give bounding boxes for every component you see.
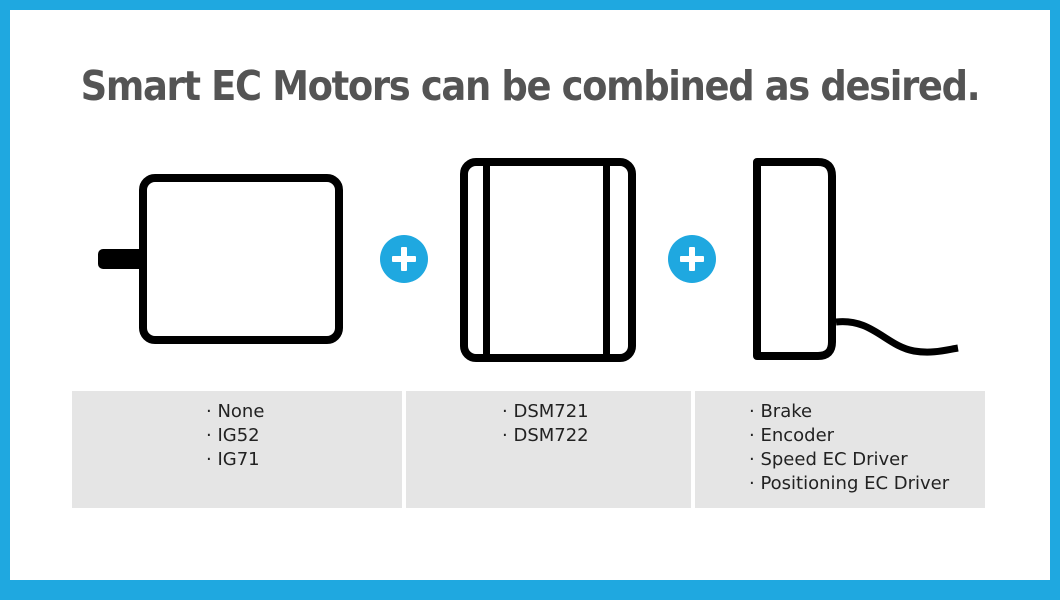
accessory-options-list: Brake Encoder Speed EC Driver Positionin…	[749, 400, 985, 496]
list-item: DSM721	[502, 400, 691, 424]
gearbox-options-list: None IG52 IG71	[206, 400, 402, 472]
list-item: Positioning EC Driver	[749, 472, 985, 496]
plus-icon	[668, 235, 716, 283]
accessory-options-panel: Brake Encoder Speed EC Driver Positionin…	[695, 391, 985, 508]
motor-icon	[460, 158, 636, 362]
list-item: Encoder	[749, 424, 985, 448]
list-item: Brake	[749, 400, 985, 424]
page-title: Smart EC Motors can be combined as desir…	[80, 62, 981, 110]
motor-options-panel: DSM721 DSM722	[406, 391, 691, 508]
list-item: Speed EC Driver	[749, 448, 985, 472]
list-item: None	[206, 400, 402, 424]
list-item: IG52	[206, 424, 402, 448]
plus-icon	[380, 235, 428, 283]
list-item: IG71	[206, 448, 402, 472]
list-item: DSM722	[502, 424, 691, 448]
driver-icon	[753, 158, 959, 360]
gearbox-icon	[98, 174, 343, 344]
motor-options-list: DSM721 DSM722	[502, 400, 691, 448]
gearbox-options-panel: None IG52 IG71	[72, 391, 402, 508]
